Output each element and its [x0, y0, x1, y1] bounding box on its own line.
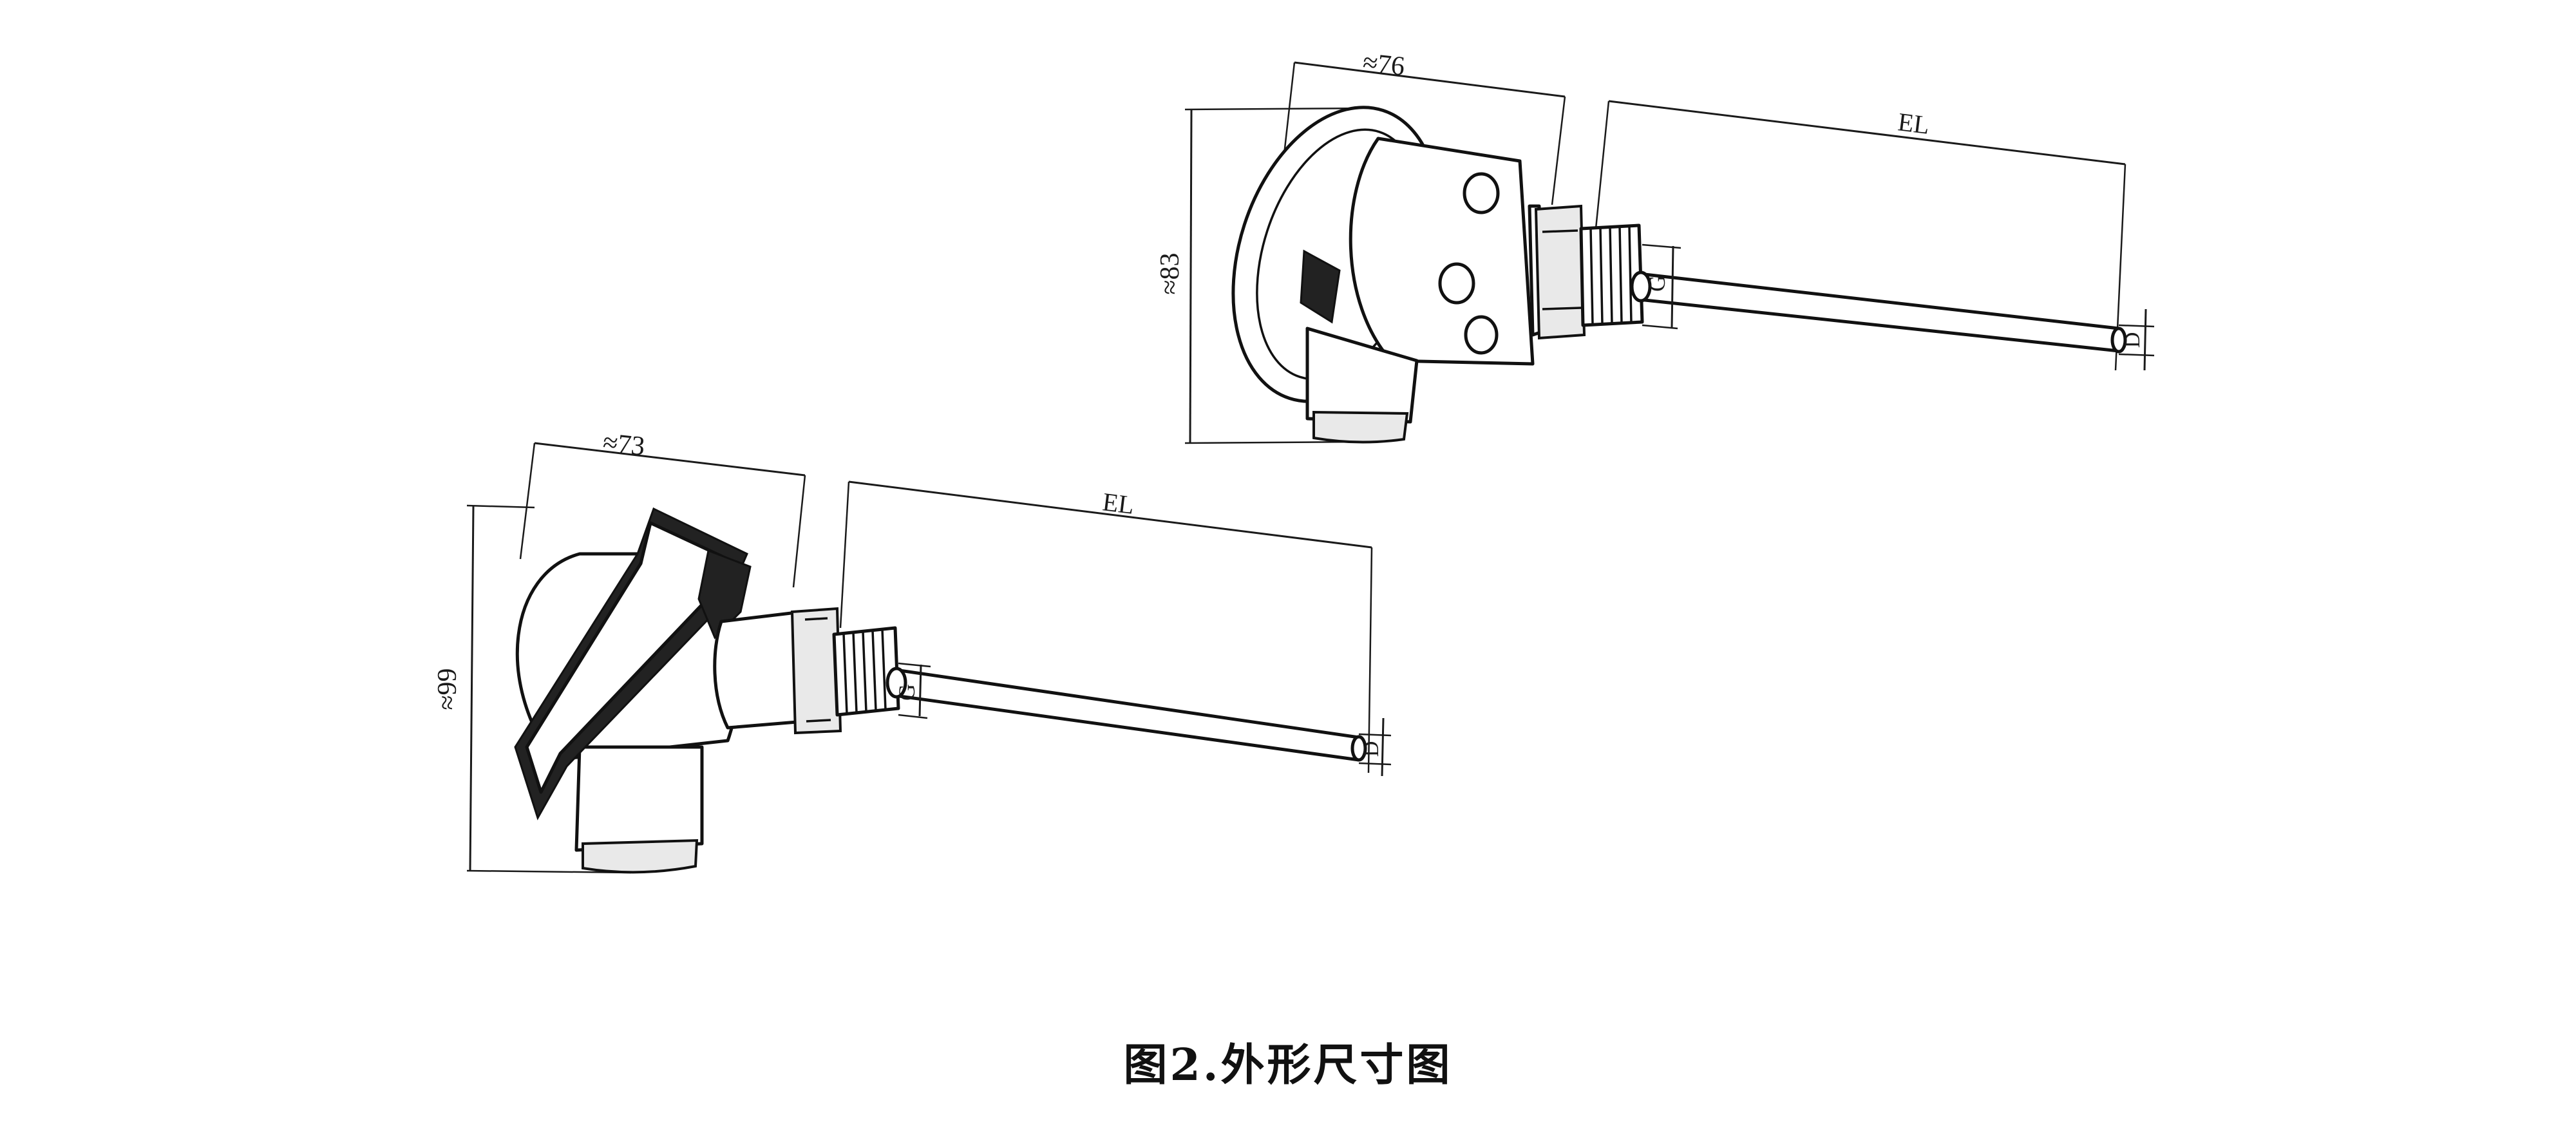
dim-height-right: ≈83 [1155, 107, 1372, 444]
view-right-thermocouple: ≈76 ≈83 EL [1155, 48, 2155, 444]
dim-el-label-right: EL [1897, 107, 1931, 140]
dim-diameter-right: D [2118, 308, 2155, 371]
head-body-right [1231, 106, 2127, 444]
dim-diameter-label-right: D [2121, 332, 2145, 348]
dim-thread-label-right: G [1644, 275, 1670, 292]
dim-height-label-right: ≈83 [1155, 252, 1185, 294]
dim-el-label-left: EL [1101, 487, 1136, 520]
dim-width-label-right: ≈76 [1361, 48, 1406, 82]
dim-width-left: ≈73 [519, 428, 806, 588]
dim-diameter-left: D [1358, 717, 1392, 777]
dim-thread-label-left: G [894, 684, 920, 701]
figure-caption: 图2.外形尺寸图 [1123, 1039, 1453, 1091]
dim-thread-right: G [1642, 243, 1681, 330]
dim-height-left: ≈99 [433, 504, 632, 874]
dim-thread-left: G [894, 662, 931, 719]
dim-height-label-left: ≈99 [433, 668, 462, 710]
dim-width-right: ≈76 [1280, 48, 1566, 205]
dim-width-label-left: ≈73 [601, 428, 647, 462]
dim-el-right: EL [1595, 100, 2126, 371]
head-body-left [514, 507, 1367, 874]
view-left-thermocouple: ≈73 ≈99 EL [433, 428, 1392, 874]
dim-diameter-label-left: D [1359, 741, 1383, 757]
